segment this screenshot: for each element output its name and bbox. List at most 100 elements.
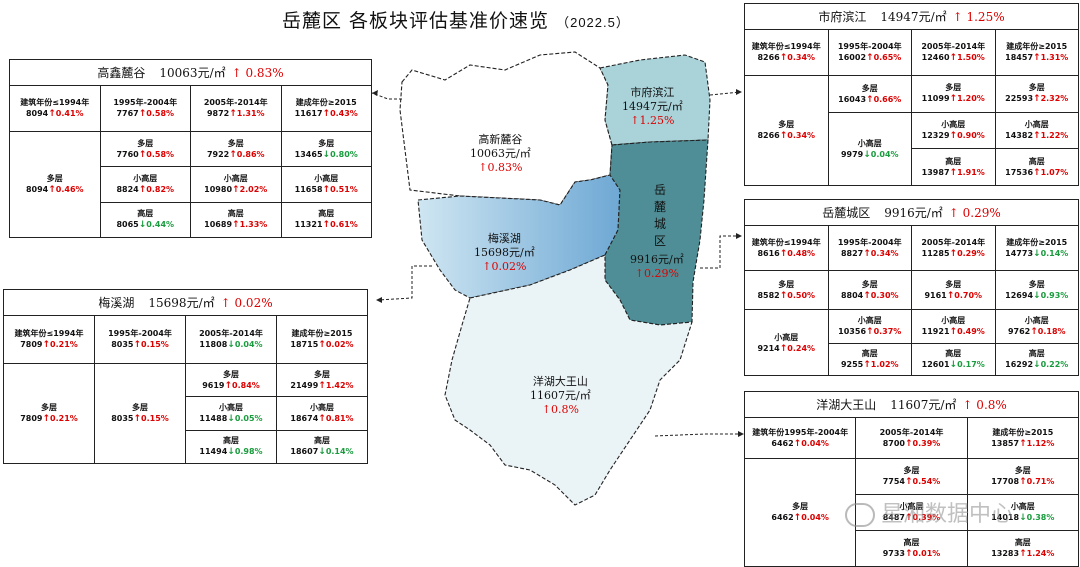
cell-label: 多层 (1028, 83, 1045, 93)
arrow-up-icon: ↑ (779, 131, 788, 141)
price-value: 7809 (20, 414, 43, 423)
cell-value: 11658↑0.51% (295, 184, 358, 196)
change-value: 0.38% (1026, 513, 1055, 522)
price-value: 22593 (1005, 94, 1034, 104)
map-meixihu-change: ↑0.02% (482, 260, 527, 273)
change-value: 2.32% (1040, 94, 1069, 104)
cell-value: 8266↑0.34% (757, 52, 815, 64)
cell-value: 13283↑1.24% (991, 548, 1054, 560)
cell-value: 11808↓0.04% (199, 339, 262, 351)
map-shifu-name: 市府滨江 (630, 86, 675, 99)
cell-label: 小高层 (314, 173, 339, 183)
price-value: 7922 (206, 149, 230, 159)
price-value: 8487 (882, 513, 905, 522)
cell-value: 14773↓0.14% (1005, 248, 1068, 260)
price-value: 13987 (921, 167, 950, 177)
arrow-up-icon: ↑ (779, 248, 788, 259)
arrow-up-icon: ↑ (949, 248, 958, 259)
change-value: 0.43% (330, 109, 358, 118)
price-value: 9762 (1007, 326, 1031, 336)
change-value: 1.31% (236, 109, 265, 118)
price-value: 11321 (294, 220, 323, 230)
arrow-up-icon: ↑ (866, 326, 874, 337)
change-value: 0.21% (50, 414, 78, 423)
cell-value: 6462↑0.04% (771, 438, 829, 450)
change-value: 1.33% (239, 220, 268, 230)
cell-value: 9872↑1.31% (207, 108, 265, 120)
change-value: 0.51% (330, 184, 358, 194)
price-value: 21499 (290, 380, 319, 390)
cell-value: 11921↑0.49% (922, 326, 985, 338)
price-value: 13857 (991, 438, 1020, 448)
change-value: 0.90% (957, 131, 985, 140)
cell-label: 2005年-2014年 (921, 237, 986, 247)
cell-label: 多层 (861, 83, 878, 93)
change-value: 0.14% (1040, 248, 1069, 258)
change-value: 0.86% (236, 149, 265, 159)
price-value: 11617 (294, 109, 323, 118)
price-value: 10689 (204, 220, 233, 230)
title-main: 岳麓区 各板块评估基准价速览 (282, 10, 550, 32)
cell-label: 建筑年份≤1994年 (751, 237, 821, 247)
change-value: 0.39% (912, 438, 941, 448)
arrow-up-icon: ↑ (322, 109, 331, 119)
panel-price: 10063元/㎡ (159, 66, 226, 80)
page-title: 岳麓区 各板块评估基准价速览 （2022.5） (282, 6, 652, 33)
price-value: 16002 (838, 53, 867, 62)
region-shifu[interactable] (599, 54, 711, 146)
arrow-up-icon: ↑ (863, 360, 871, 371)
cell-value: 9762↑0.18% (1008, 326, 1066, 338)
change-value: 1.12% (1026, 438, 1055, 448)
cell-label: 多层 (318, 138, 335, 148)
arrow-up-icon: ↑ (1019, 549, 1027, 559)
change-value: 0.44% (146, 220, 175, 230)
price-value: 11921 (921, 326, 950, 336)
cell-value: 8804↑0.30% (841, 290, 899, 302)
change-value: 0.39% (912, 513, 941, 522)
region-meixihu[interactable] (417, 174, 621, 299)
arrow-up-icon: ↑ (946, 290, 955, 301)
cell-value: 12694↓0.93% (1005, 290, 1068, 302)
cell-value: 8487↑0.39% (883, 512, 941, 524)
panel-yanghu-header: 洋湖大王山 11607元/㎡ ↑ 0.8% (745, 392, 1078, 418)
cell-value: 9161↑0.70% (924, 290, 982, 302)
change-value: 0.71% (1026, 477, 1055, 486)
arrow-up-icon: ↑ (322, 184, 331, 195)
cell-value: 8035↑0.15% (111, 339, 169, 351)
price-value: 8094 (25, 109, 49, 118)
cell-value: 8065↓0.44% (116, 219, 174, 231)
arrow-up-icon: ↑ (949, 53, 958, 63)
region-yanghu[interactable] (444, 254, 693, 506)
arrow-up-icon: ↑ (779, 53, 788, 63)
price-value: 11808 (199, 340, 228, 349)
arrow-up-icon: ↑ (904, 549, 913, 559)
arrow-up-icon: ↑ (779, 290, 788, 301)
map-label-gaoxin: 高新麓谷 10063元/㎡ ↑0.83% (470, 133, 531, 175)
arrow-up-icon: ↑ (322, 220, 331, 231)
change-value: 0.98% (234, 447, 263, 457)
cell-label: 多层 (223, 369, 239, 379)
cell-label: 多层 (945, 83, 962, 93)
arrow-up-icon: ↑ (232, 220, 240, 231)
cell-label: 小高层 (899, 502, 924, 511)
change-value: 0.70% (954, 290, 983, 300)
arrow-up-icon: ↑ (904, 513, 913, 523)
